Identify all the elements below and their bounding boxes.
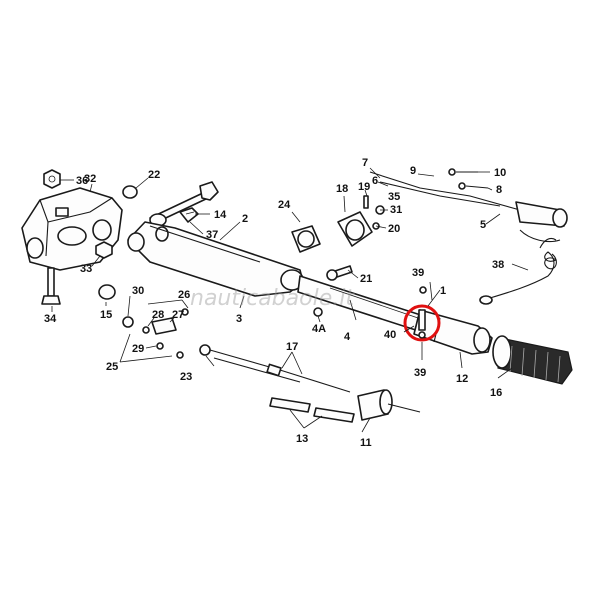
grip-cover-16 bbox=[492, 335, 573, 385]
pin-40 bbox=[418, 309, 426, 339]
label-6: 6 bbox=[372, 175, 378, 187]
label-34: 34 bbox=[44, 313, 57, 325]
label-23: 23 bbox=[180, 371, 192, 383]
label-25: 25 bbox=[106, 361, 118, 373]
label-31: 31 bbox=[390, 204, 402, 216]
label-36: 36 bbox=[76, 175, 88, 187]
screw-21 bbox=[326, 265, 353, 281]
highlight-circle bbox=[403, 304, 441, 342]
label-14: 14 bbox=[214, 209, 227, 221]
label-29: 29 bbox=[132, 343, 144, 355]
label-7: 7 bbox=[362, 157, 368, 169]
label-11: 11 bbox=[360, 437, 372, 449]
sleeve-11 bbox=[357, 389, 421, 421]
stop-switch-5 bbox=[369, 171, 568, 243]
label-15: 15 bbox=[100, 309, 112, 321]
label-4A: 4A bbox=[312, 323, 326, 335]
bracket-housing bbox=[21, 187, 123, 271]
label-30: 30 bbox=[132, 285, 144, 297]
label-32: 32 bbox=[84, 173, 96, 185]
part-26 bbox=[181, 308, 189, 316]
label-22: 22 bbox=[148, 169, 160, 181]
washer-22 bbox=[122, 185, 138, 199]
label-39-bottom: 39 bbox=[414, 367, 426, 379]
bolt-34 bbox=[41, 267, 61, 305]
label-3: 3 bbox=[236, 313, 242, 325]
label-26: 26 bbox=[178, 289, 190, 301]
fitting-23 bbox=[199, 344, 211, 356]
label-24: 24 bbox=[278, 199, 291, 211]
washer-15 bbox=[98, 284, 116, 300]
label-1: 1 bbox=[440, 285, 446, 297]
label-2: 2 bbox=[242, 213, 248, 225]
label-20: 20 bbox=[388, 223, 400, 235]
nut-33 bbox=[95, 241, 113, 259]
label-13: 13 bbox=[296, 433, 308, 445]
label-37: 37 bbox=[206, 229, 218, 241]
label-5: 5 bbox=[480, 219, 486, 231]
label-4: 4 bbox=[344, 331, 351, 343]
throttle-grip-12 bbox=[413, 309, 493, 355]
label-35: 35 bbox=[388, 191, 400, 203]
washer-25 bbox=[176, 351, 184, 359]
throttle-cable-17 bbox=[209, 349, 351, 393]
friction-block-24 bbox=[291, 225, 321, 253]
label-28: 28 bbox=[152, 309, 164, 321]
nut-36 bbox=[43, 169, 61, 189]
label-19: 19 bbox=[358, 181, 370, 193]
nut-29 bbox=[156, 342, 164, 350]
label-21: 21 bbox=[360, 273, 372, 285]
terminal-10 bbox=[448, 168, 456, 176]
bracket-18 bbox=[337, 211, 373, 247]
label-39-top: 39 bbox=[412, 267, 424, 279]
label-33: 33 bbox=[80, 263, 92, 275]
label-27: 27 bbox=[172, 309, 184, 321]
leader-lines bbox=[51, 167, 529, 433]
label-16: 16 bbox=[490, 387, 502, 399]
label-40: 40 bbox=[384, 329, 396, 341]
tubes-13 bbox=[269, 397, 355, 423]
pin-39-top bbox=[419, 286, 427, 294]
label-17: 17 bbox=[286, 341, 298, 353]
watermark: nauticabaole.it bbox=[190, 286, 355, 311]
label-10: 10 bbox=[494, 167, 506, 179]
lanyard-38 bbox=[479, 237, 558, 305]
washer-28 bbox=[142, 326, 150, 334]
wire-8 bbox=[465, 185, 489, 189]
label-9: 9 bbox=[410, 165, 416, 177]
screw-19 bbox=[363, 195, 369, 209]
label-8: 8 bbox=[496, 184, 502, 196]
label-12: 12 bbox=[456, 373, 468, 385]
label-18: 18 bbox=[336, 183, 348, 195]
callout-labels: 36 32 22 14 37 2 24 18 19 35 31 20 7 6 9… bbox=[44, 157, 506, 449]
terminal-8 bbox=[458, 182, 466, 190]
part-30 bbox=[122, 316, 134, 328]
label-38: 38 bbox=[492, 259, 504, 271]
